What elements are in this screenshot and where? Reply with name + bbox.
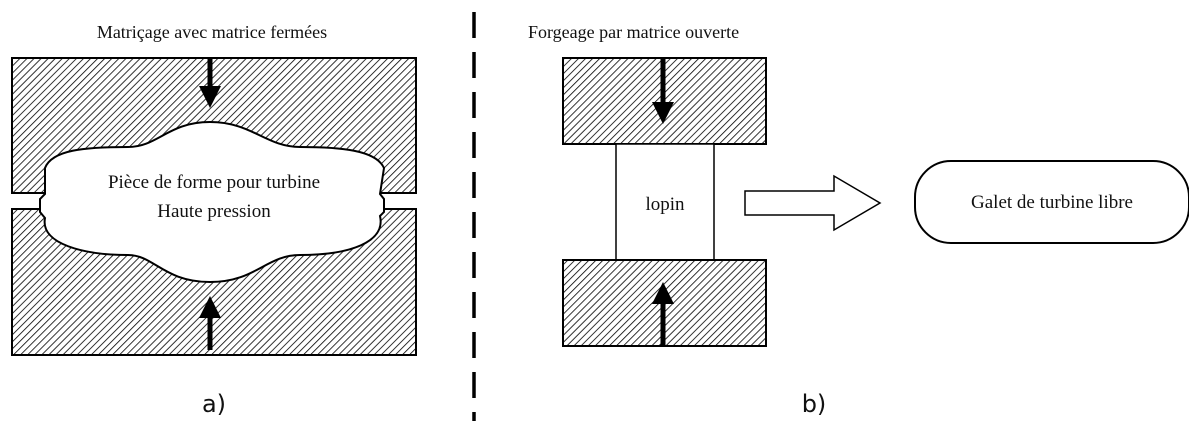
process-arrow xyxy=(744,174,882,232)
caption-a: a) xyxy=(202,390,226,418)
billet xyxy=(615,143,715,261)
billet-label: lopin xyxy=(645,194,685,215)
up-arrow xyxy=(199,296,221,350)
caption-b: b) xyxy=(802,390,827,418)
down-arrow xyxy=(199,58,221,108)
result-box xyxy=(914,160,1189,244)
part-label-line1: Pièce de forme pour turbine xyxy=(108,172,320,193)
panel-b: Forgeage par matrice ouverte lopin Galet… xyxy=(528,22,1189,418)
flash-gap xyxy=(12,192,416,210)
panel-a-title: Matriçage avec matrice fermées xyxy=(97,22,327,42)
panel-b-title: Forgeage par matrice ouverte xyxy=(528,22,739,42)
panel-a: Matriçage avec matrice fermées Pièce de … xyxy=(11,22,417,418)
part-label-line2: Haute pression xyxy=(157,201,271,222)
up-arrow-b xyxy=(652,282,674,346)
down-arrow-b xyxy=(652,58,674,124)
result-label: Galet de turbine libre xyxy=(971,192,1133,213)
forged-turbine-part xyxy=(39,120,386,284)
